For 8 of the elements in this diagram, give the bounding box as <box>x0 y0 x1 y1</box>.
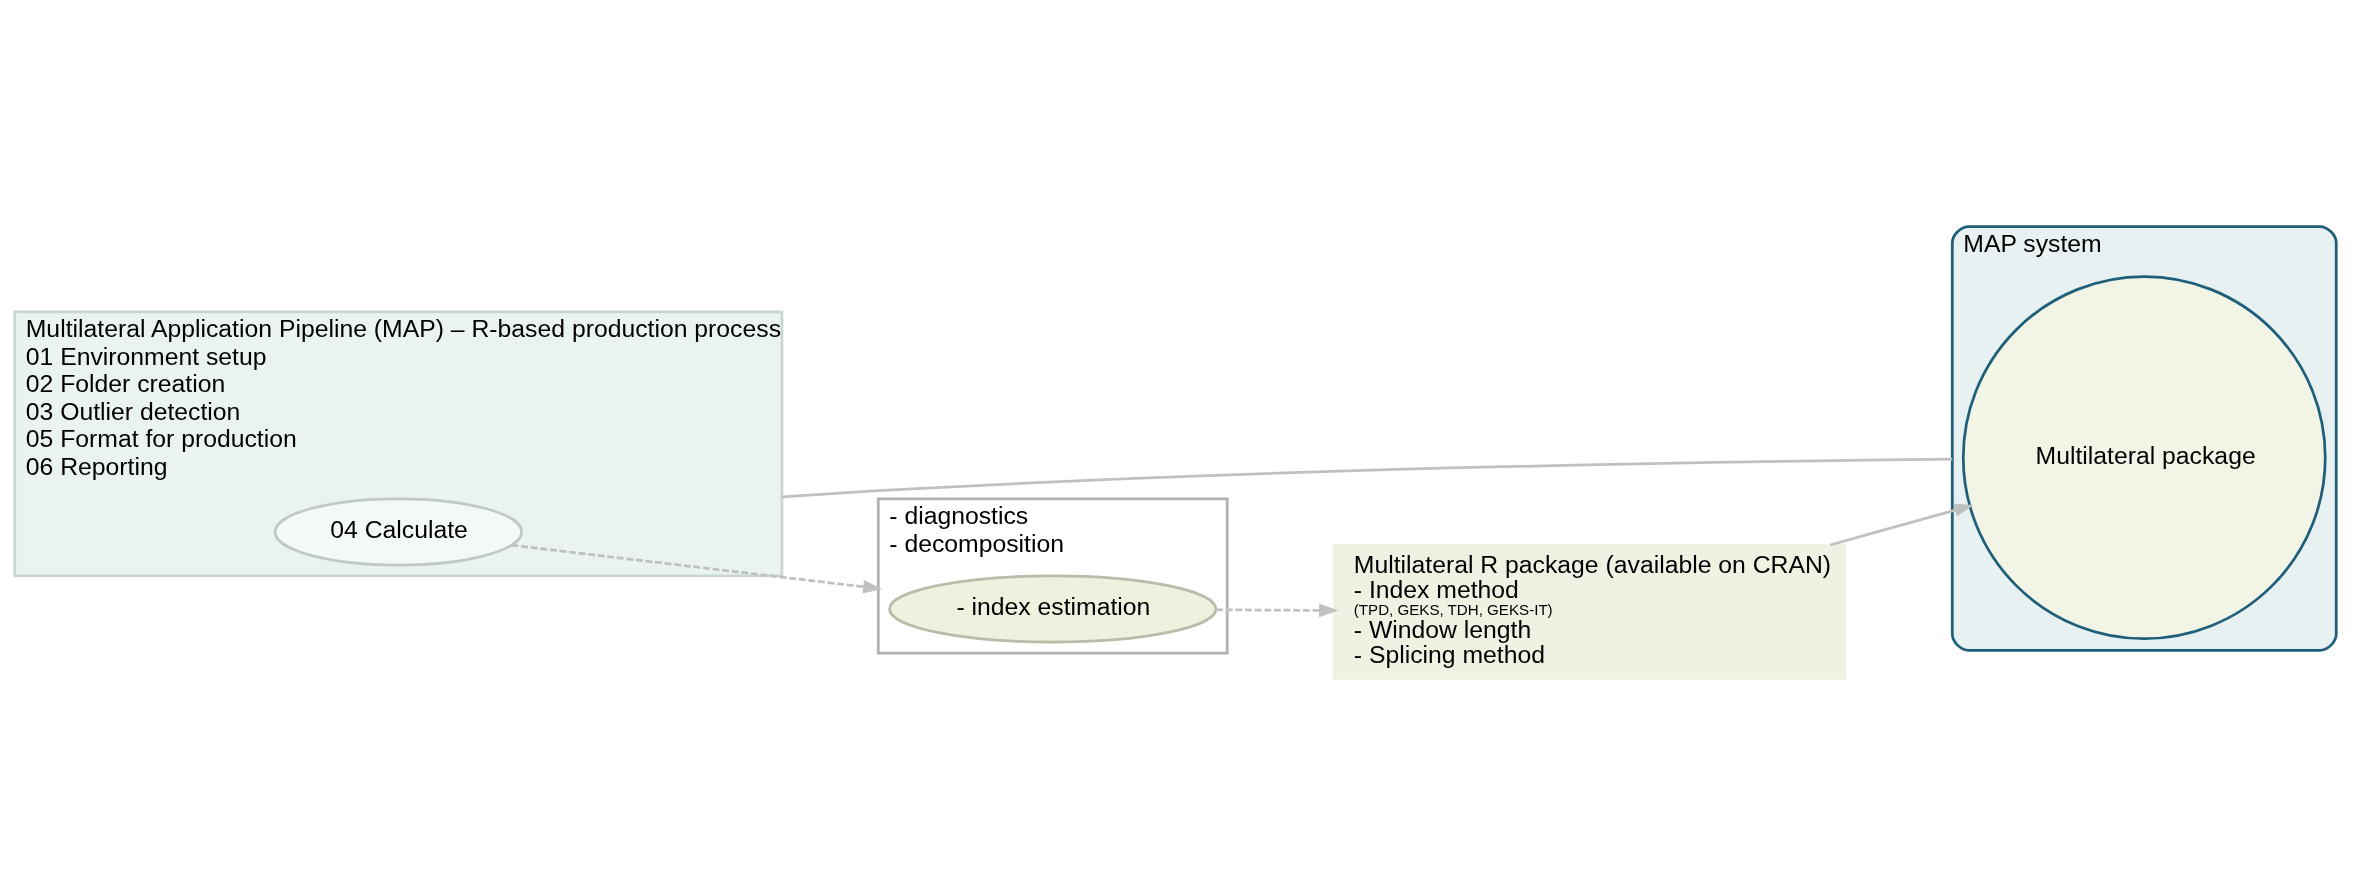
node-ellipse: - index estimation <box>888 574 1218 643</box>
connector <box>781 457 1953 498</box>
node-ellipse: 04 Calculate <box>273 496 524 566</box>
node-box: Multilateral R package (available on CRAN) - Index method (TPD, GEKS, TDH, GEKS-IT) - Window length - Splicing method <box>1333 543 1847 680</box>
arrow <box>1216 603 1339 617</box>
node-circle: Multilateral package <box>1961 274 2327 640</box>
arrow <box>1829 503 1974 546</box>
arrow <box>511 543 883 593</box>
